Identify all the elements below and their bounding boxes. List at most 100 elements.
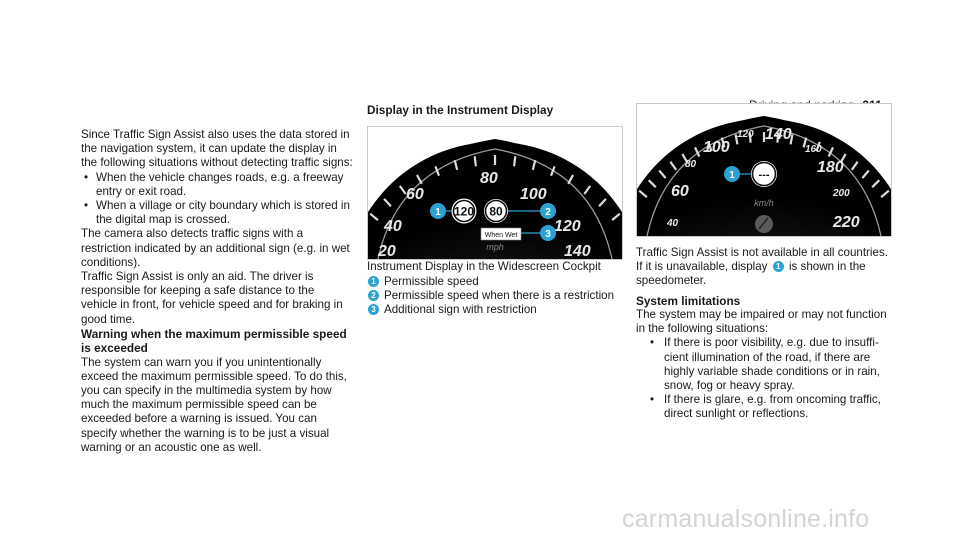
additional-sign-label: When Wet	[485, 232, 518, 239]
dial-tick	[567, 174, 574, 185]
tick-label: 100	[703, 139, 730, 156]
section-heading: Display in the Instrument Display	[367, 103, 554, 117]
dial-tick	[815, 141, 821, 152]
paragraph: Traffic Sign Assist is only an aid. The …	[81, 270, 343, 326]
bullet-item: If there is glare, e.g. from oncoming tr…	[636, 393, 894, 421]
tick-label: 160	[805, 144, 822, 155]
dial-tick	[861, 169, 870, 179]
dial-tick	[776, 132, 780, 143]
dial-tick	[453, 160, 459, 171]
tick-label: 140	[564, 243, 591, 259]
speed-sign-unavailable: ---	[751, 161, 777, 187]
speed-sign-1: 120	[451, 198, 477, 224]
tick-label: 220	[832, 214, 860, 231]
callout-3: 3	[540, 225, 556, 242]
dial-tick	[611, 213, 621, 222]
column-middle: Display in the Instrument Display 20 40 …	[367, 103, 625, 317]
needle	[758, 217, 769, 230]
tick-label: 40	[383, 218, 402, 235]
dial-tick	[513, 156, 517, 167]
legend-number: 1	[368, 275, 379, 287]
figure-caption: Instrument Display in the Widescreen Coc…	[367, 260, 601, 274]
dial-tick	[748, 132, 752, 143]
tick-label: 120	[737, 129, 754, 140]
tick-label: 40	[666, 218, 679, 229]
tick-label: 60	[671, 183, 689, 200]
dial-tick	[473, 156, 477, 167]
legend-item: 2 Permissible speed when there is a restr…	[367, 289, 625, 303]
dial-tick	[850, 161, 859, 171]
speedometer-kmh-graphic: 40 60 80 100 120 140 160 180 200 220 ---…	[637, 116, 891, 236]
dial-tick	[802, 137, 808, 148]
callout-number: 2	[545, 207, 551, 218]
dial-tick	[416, 174, 423, 185]
dial-tick	[598, 198, 607, 208]
sign-value: 80	[489, 205, 503, 219]
dial-tick	[398, 185, 407, 196]
legend-text: Permissible speed when there is a restri…	[384, 288, 615, 302]
dial-tick	[638, 189, 648, 198]
bullet-item: When the vehicle changes roads, e.g. a f…	[81, 171, 353, 199]
dial-tick	[839, 153, 847, 164]
dial-tick	[707, 141, 713, 152]
dial-tick	[789, 134, 794, 145]
column-left: Since Traffic Sign Assist also uses the …	[81, 128, 353, 455]
column-right: 40 60 80 100 120 140 160 180 200 220 ---…	[636, 103, 894, 422]
callout-number: 3	[545, 229, 551, 240]
dial-ticks	[638, 132, 890, 198]
dial-tick	[669, 161, 678, 171]
dial-tick	[827, 146, 834, 157]
paragraph-text: is shown in the speedometer.	[636, 260, 866, 288]
speedometer-figure: 40 60 80 100 120 140 160 180 200 220 ---…	[636, 103, 892, 237]
additional-sign	[480, 228, 522, 241]
tick-label: 140	[765, 126, 792, 143]
watermark: carmanualsonline.info	[622, 505, 870, 533]
paragraph: The camera also detects traffic signs wi…	[81, 227, 350, 269]
callout-1: 1	[430, 203, 446, 220]
dial-tick	[694, 146, 701, 157]
legend-number: 2	[368, 289, 379, 301]
section-heading: System limitations	[636, 293, 741, 308]
paragraph-text: Traffic Sign Assist is not available in …	[636, 246, 888, 274]
dial-tick	[734, 134, 739, 145]
instrument-display-figure: 20 40 60 80 100 120 140 120 80 When Wet …	[367, 126, 623, 261]
callout-1: 1	[724, 166, 740, 182]
tick-label: 60	[406, 186, 424, 203]
callout-2: 2	[540, 203, 556, 220]
dial-tick	[549, 166, 556, 177]
dial-tick	[880, 189, 890, 198]
legend-text: Permissible speed	[384, 274, 479, 288]
dial-tick	[647, 179, 657, 188]
callout-number: 1	[435, 207, 441, 218]
intro-paragraph: Since Traffic Sign Assist also uses the …	[81, 128, 353, 170]
dial-tick	[531, 160, 537, 171]
dial-tick	[369, 213, 379, 222]
tick-label: 200	[832, 188, 850, 199]
paragraph: The system can warn you if you unintenti…	[81, 355, 347, 454]
legend-text: Additional sign with restriction	[384, 303, 537, 317]
dial-tick	[681, 153, 689, 164]
legend-item: 1 Permissible speed	[367, 275, 625, 289]
callout-number: 1	[729, 170, 735, 181]
section-heading: Warning when the maximum permissible spe…	[81, 326, 347, 356]
dial-tick	[720, 137, 726, 148]
bullet-item: If there is poor visibility, e.g. due to…	[636, 336, 894, 393]
sign-value: ---	[759, 169, 770, 181]
paragraph: The system may be impaired or may not fu…	[636, 308, 887, 336]
bullet-item: When a village or city boundary which is…	[81, 199, 353, 227]
tick-label: 120	[554, 218, 581, 235]
tick-label: 180	[817, 159, 844, 176]
speedometer-mph-graphic: 20 40 60 80 100 120 140 120 80 When Wet …	[368, 139, 622, 260]
dial-rim	[377, 148, 613, 260]
dial-rim	[646, 125, 882, 236]
tick-label: 100	[520, 186, 547, 203]
dial-tick	[658, 169, 667, 179]
dial-tick	[583, 185, 592, 196]
paragraph: Traffic Sign Assist is not available in …	[636, 246, 894, 289]
speed-sign-2: 80	[484, 199, 508, 224]
unit-label: mph	[486, 242, 504, 252]
dial-tick-labels: 20 40 60 80 100 120 140	[377, 170, 591, 259]
inline-callout: 1	[772, 260, 784, 272]
tick-label: 80	[480, 170, 498, 187]
